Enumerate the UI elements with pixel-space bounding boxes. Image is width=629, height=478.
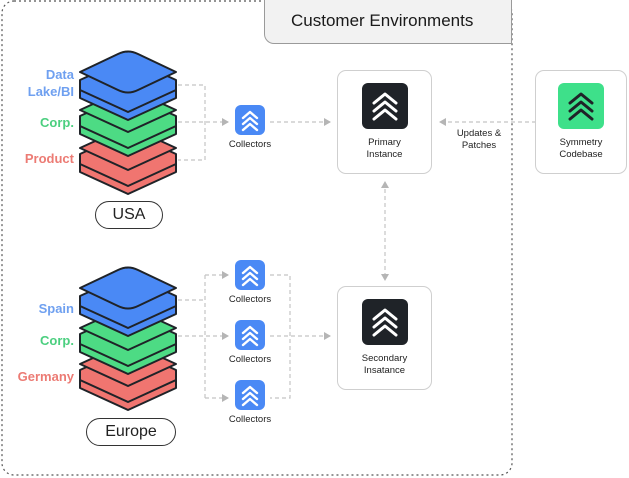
europe-stack <box>79 266 177 411</box>
symmetry-codebase-label: Symmetry Codebase <box>559 137 603 160</box>
collector-label: Collectors <box>228 354 272 365</box>
collector-europe-3: Collectors <box>218 380 282 425</box>
collector-icon <box>235 105 265 135</box>
collector-label: Collectors <box>228 414 272 425</box>
instance-logo-icon <box>361 299 408 345</box>
environment-header: Customer Environments <box>264 0 512 44</box>
collector-label: Collectors <box>228 294 272 305</box>
collector-europe-2: Collectors <box>218 320 282 365</box>
instance-logo-icon <box>361 83 408 129</box>
label-corp-europe: Corp. <box>40 333 74 348</box>
label-germany: Germany <box>17 369 74 384</box>
symmetry-logo-icon <box>558 83 604 129</box>
updates-patches-label: Updates & Patches <box>456 128 502 151</box>
collector-label: Collectors <box>228 139 272 150</box>
symmetry-codebase-card: Symmetry Codebase <box>535 70 627 174</box>
layer-spain <box>79 266 177 337</box>
collector-icon <box>235 380 265 410</box>
secondary-instance-label: Secondary Insatance <box>361 353 408 376</box>
label-product: Product <box>24 151 74 166</box>
primary-instance-card: Primary Instance <box>337 70 432 174</box>
europe-connectors <box>178 271 331 402</box>
label-corp-usa: Corp. <box>40 115 74 130</box>
usa-stack <box>79 50 177 195</box>
collector-icon <box>235 320 265 350</box>
environment-boundary <box>1 0 513 476</box>
label-spain: Spain <box>38 301 74 316</box>
primary-instance-label: Primary Instance <box>366 137 403 160</box>
usa-connectors <box>178 84 331 161</box>
collector-europe-1: Collectors <box>218 260 282 305</box>
region-europe-badge: Europe <box>86 418 176 446</box>
region-usa-badge: USA <box>95 201 163 229</box>
header-title: Customer Environments <box>291 11 474 30</box>
secondary-instance-card: Secondary Insatance <box>337 286 432 390</box>
layer-data-lake <box>79 50 177 121</box>
collector-usa: Collectors <box>218 105 282 150</box>
collector-icon <box>235 260 265 290</box>
label-data-lake: Data Lake/BI <box>27 67 74 99</box>
